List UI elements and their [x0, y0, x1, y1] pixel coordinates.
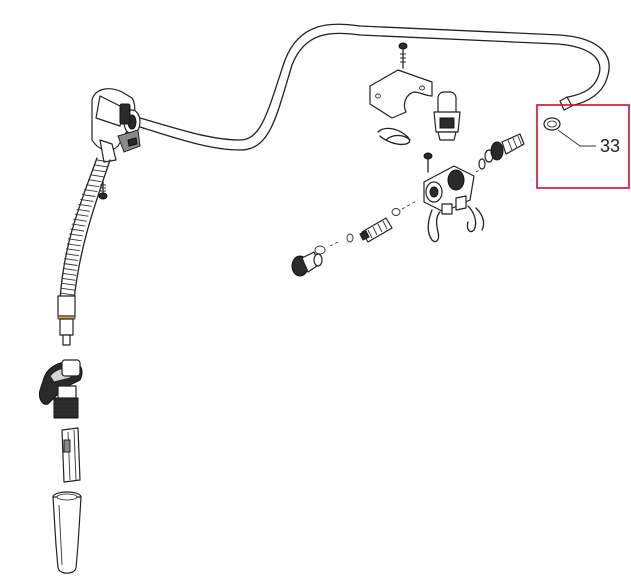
flex-hose: [57, 157, 111, 346]
hose-rib: [92, 169, 106, 173]
hose-rib: [60, 287, 75, 291]
hose-rib: [61, 282, 76, 286]
upper-valve: [433, 91, 461, 141]
elbow-connector: [91, 88, 141, 163]
hose-rib: [65, 253, 79, 257]
hose-rib: [62, 267, 77, 271]
wire-clip-lower-a: [427, 209, 441, 243]
hose-rib: [60, 292, 75, 296]
hose-rib: [88, 179, 102, 183]
hose-rib: [84, 189, 98, 193]
hose-rib: [70, 228, 85, 232]
callout-33: 33: [536, 104, 630, 189]
hose-rib: [78, 203, 92, 207]
valve-stem: [314, 208, 401, 255]
hose-rib: [76, 208, 91, 212]
manifold-valve: [423, 152, 486, 215]
assembly-axis: [329, 167, 485, 247]
hose-rib: [74, 213, 89, 217]
hose-rib: [65, 248, 80, 252]
hose-rib: [86, 184, 100, 188]
mounting-plate: [369, 42, 433, 119]
screw-left: [98, 181, 108, 200]
long-tube: [139, 23, 610, 151]
hose-rib: [66, 243, 81, 247]
hose-rib: [94, 164, 108, 168]
hose-rib: [96, 159, 111, 163]
hose-rib: [67, 238, 82, 242]
hose-rib: [73, 218, 87, 222]
spout-clip: [61, 427, 81, 483]
hose-rib: [63, 263, 78, 266]
end-cap: [291, 251, 323, 277]
nozzle-tube: [52, 491, 82, 574]
hose-rib: [71, 223, 86, 227]
tube-end-cap: [559, 96, 573, 111]
hose-rib: [64, 258, 79, 262]
barbed-fitting: [484, 133, 525, 163]
hose-rib: [62, 272, 77, 276]
hose-rib: [90, 174, 104, 178]
wire-clip-lower-b: [466, 205, 485, 233]
hose-rib: [82, 194, 96, 197]
callout-number: 33: [600, 136, 620, 156]
wire-clip-upper: [377, 127, 411, 146]
callout-highlight-box: [536, 104, 630, 189]
hose-rib: [80, 198, 94, 202]
hose-rib: [61, 277, 76, 281]
spout-head: [39, 359, 83, 419]
hose-rib: [69, 233, 83, 237]
